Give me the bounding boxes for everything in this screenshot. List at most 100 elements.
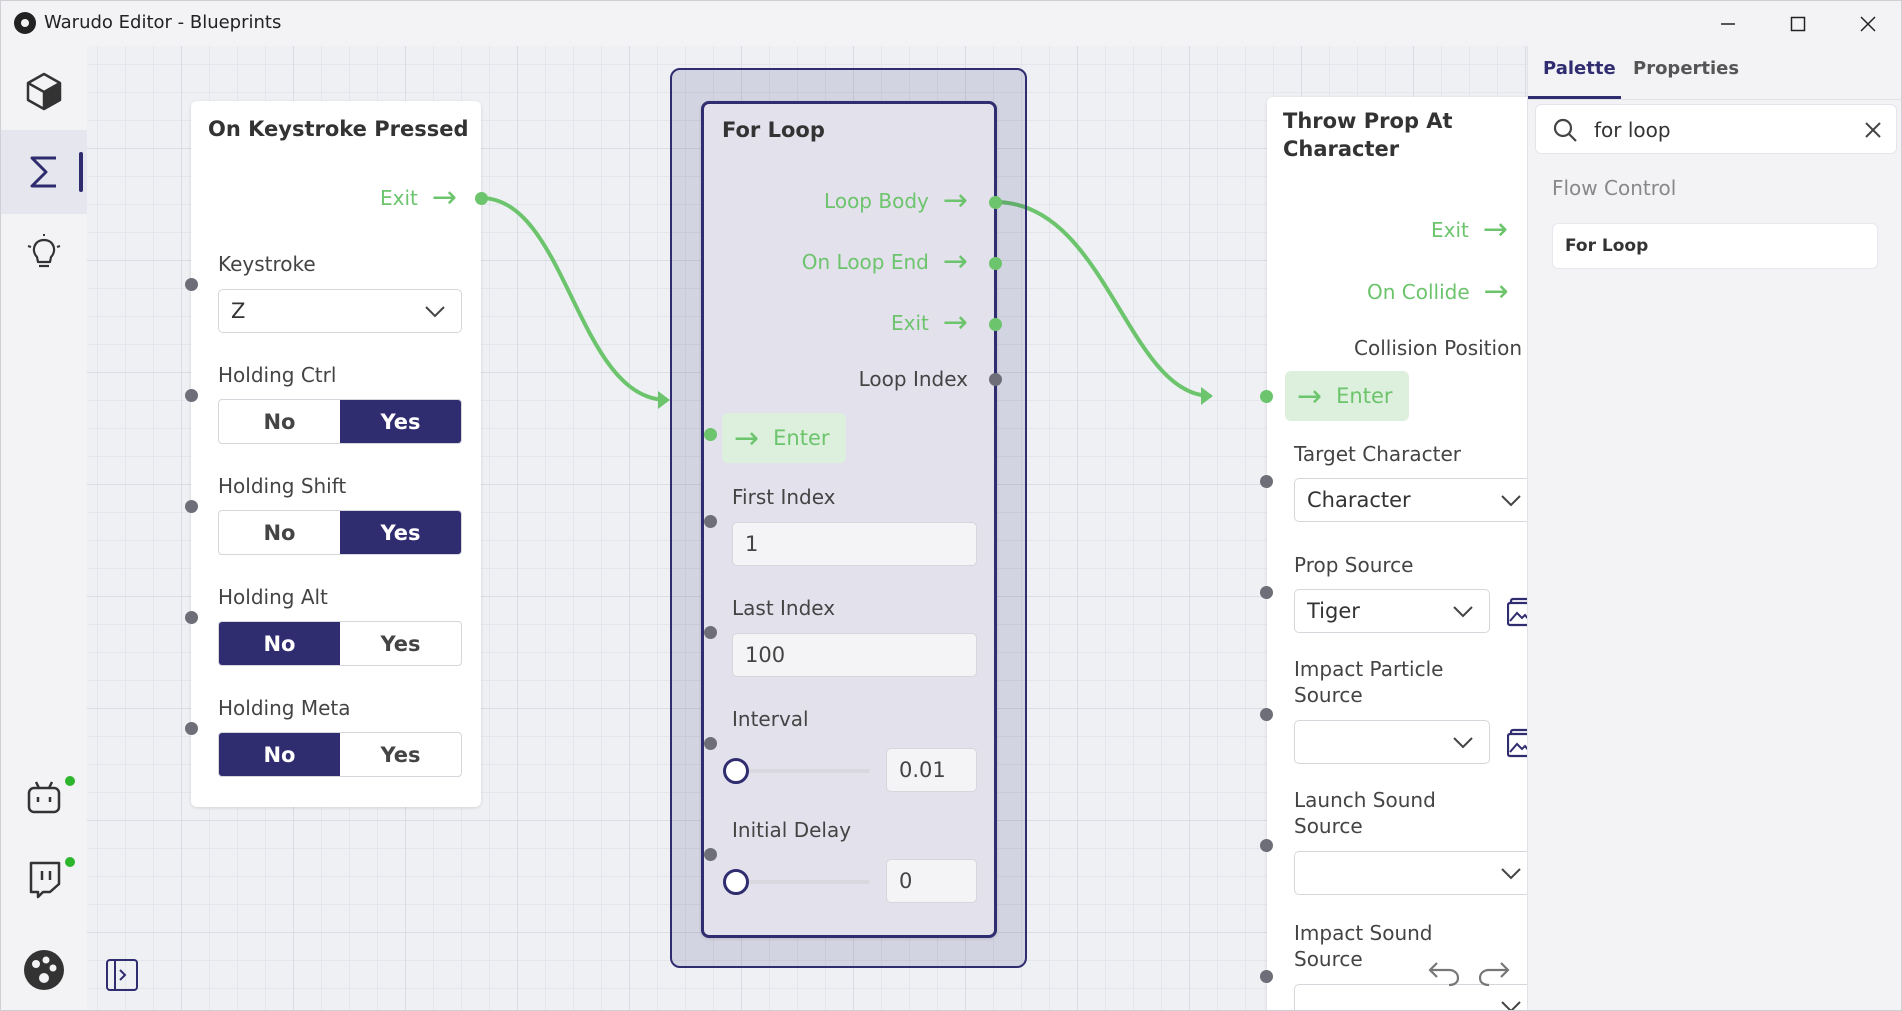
port-holding-meta[interactable] xyxy=(185,722,198,735)
port-interval[interactable] xyxy=(704,737,717,750)
port-impact-particle-source[interactable] xyxy=(1260,708,1273,721)
initial-delay-input[interactable]: 0 xyxy=(886,859,977,903)
toggle-no[interactable]: No xyxy=(219,733,340,776)
holding-shift-label: Holding Shift xyxy=(218,474,347,498)
impact-sound-source-select[interactable] xyxy=(1294,984,1527,1010)
port-launch-sound-source[interactable] xyxy=(1260,839,1273,852)
impact-particle-source-label: Impact Particle Source xyxy=(1294,656,1443,708)
label-line: Source xyxy=(1294,683,1363,707)
holding-alt-toggle[interactable]: No Yes xyxy=(218,621,462,666)
wire-arrowhead xyxy=(658,391,670,409)
image-preview-icon[interactable] xyxy=(1507,728,1527,758)
port-loop-index[interactable] xyxy=(989,373,1002,386)
port-exit[interactable] xyxy=(989,318,1002,331)
port-first-index[interactable] xyxy=(704,515,717,528)
tab-properties[interactable]: Properties xyxy=(1633,58,1740,79)
label-line: Launch Sound xyxy=(1294,788,1436,812)
node-title: Throw Prop At Character xyxy=(1283,107,1453,163)
holding-shift-toggle[interactable]: No Yes xyxy=(218,510,462,555)
clear-search-icon[interactable] xyxy=(1864,121,1882,139)
sidebar-toggle-icon[interactable] xyxy=(105,958,139,992)
toggle-yes[interactable]: Yes xyxy=(340,400,461,443)
blueprint-canvas[interactable]: On Keystroke Pressed Exit → Keystroke Z … xyxy=(87,46,1527,1010)
port-on-loop-end[interactable] xyxy=(989,257,1002,270)
node-on-keystroke-pressed[interactable]: On Keystroke Pressed Exit → Keystroke Z … xyxy=(191,101,481,807)
port-holding-alt[interactable] xyxy=(185,611,198,624)
prop-source-select[interactable]: Tiger xyxy=(1294,589,1490,633)
port-holding-shift[interactable] xyxy=(185,500,198,513)
target-character-value: Character xyxy=(1307,488,1411,512)
interval-slider-track[interactable] xyxy=(742,769,870,773)
label-line: Source xyxy=(1294,947,1363,971)
port-prop-source[interactable] xyxy=(1260,586,1273,599)
launch-sound-source-select[interactable] xyxy=(1294,851,1527,895)
toggle-yes[interactable]: Yes xyxy=(340,511,461,554)
tab-palette[interactable]: Palette xyxy=(1543,58,1616,79)
chevron-down-icon xyxy=(1501,495,1521,507)
port-enter[interactable] xyxy=(1260,390,1273,403)
lightbulb-icon xyxy=(27,234,61,268)
port-impact-sound-source[interactable] xyxy=(1260,970,1273,983)
node-for-loop[interactable]: For Loop Loop Body → On Loop End → Exit … xyxy=(701,101,997,938)
toggle-no[interactable]: No xyxy=(219,622,340,665)
chevron-down-icon xyxy=(1453,737,1473,749)
keystroke-select[interactable]: Z xyxy=(218,289,462,333)
warudo-menu-button[interactable] xyxy=(1,928,87,1010)
target-character-select[interactable]: Character xyxy=(1294,478,1527,522)
port-loop-body[interactable] xyxy=(989,196,1002,209)
node-title-line: Character xyxy=(1283,137,1400,161)
initial-delay-slider-track[interactable] xyxy=(742,880,870,884)
palette-item-for-loop[interactable]: For Loop xyxy=(1552,223,1878,269)
flow-output-on-collide[interactable]: On Collide → xyxy=(1367,277,1509,307)
minimize-button[interactable] xyxy=(1693,1,1763,46)
palette-search-input[interactable]: for loop xyxy=(1535,104,1897,154)
toggle-yes[interactable]: Yes xyxy=(380,631,421,656)
redo-icon[interactable] xyxy=(1477,957,1511,987)
tips-button[interactable] xyxy=(1,211,87,295)
interval-slider-knob[interactable] xyxy=(723,758,749,784)
image-preview-icon[interactable] xyxy=(1507,597,1527,627)
flow-input-label: Enter xyxy=(1336,384,1393,408)
holding-meta-toggle[interactable]: No Yes xyxy=(218,732,462,777)
impact-particle-source-select[interactable] xyxy=(1294,720,1490,764)
port-last-index[interactable] xyxy=(704,626,717,639)
flow-input-enter[interactable]: → Enter xyxy=(1285,371,1409,421)
toggle-yes[interactable]: Yes xyxy=(380,742,421,767)
loop-index-label: Loop Index xyxy=(858,367,968,391)
undo-icon[interactable] xyxy=(1427,957,1461,987)
wire-exit-to-enter xyxy=(480,196,668,402)
flow-output-loop-body[interactable]: Loop Body → xyxy=(824,186,968,216)
flow-output-on-loop-end[interactable]: On Loop End → xyxy=(802,247,968,277)
port-initial-delay[interactable] xyxy=(704,848,717,861)
flow-input-enter[interactable]: → Enter xyxy=(722,413,846,463)
toggle-no[interactable]: No xyxy=(263,520,296,545)
toggle-no[interactable]: No xyxy=(263,409,296,434)
blueprints-button[interactable] xyxy=(1,130,87,214)
bot-button[interactable] xyxy=(1,756,87,840)
flow-output-exit[interactable]: Exit → xyxy=(891,308,968,338)
port-enter[interactable] xyxy=(704,428,717,441)
flow-output-exit[interactable]: Exit → xyxy=(1431,215,1508,245)
holding-ctrl-toggle[interactable]: No Yes xyxy=(218,399,462,444)
maximize-icon xyxy=(1790,16,1806,31)
minimize-icon xyxy=(1721,22,1735,25)
port-exit[interactable] xyxy=(475,192,488,205)
first-index-input[interactable]: 1 xyxy=(732,522,977,566)
scene-button[interactable] xyxy=(1,49,87,133)
interval-input[interactable]: 0.01 xyxy=(886,748,977,792)
twitch-icon xyxy=(29,861,61,899)
flow-output-exit[interactable]: Exit → xyxy=(380,183,457,213)
twitch-button[interactable] xyxy=(1,837,87,921)
initial-delay-label: Initial Delay xyxy=(732,818,852,842)
maximize-button[interactable] xyxy=(1763,1,1833,46)
interval-label: Interval xyxy=(732,707,809,731)
port-target-character[interactable] xyxy=(1260,475,1273,488)
port-keystroke[interactable] xyxy=(185,278,198,291)
flow-output-label: Loop Body xyxy=(824,189,929,213)
node-throw-prop-at-character[interactable]: Throw Prop At Character Exit → On Collid… xyxy=(1267,97,1527,1010)
initial-delay-slider-knob[interactable] xyxy=(723,869,749,895)
last-index-input[interactable]: 100 xyxy=(732,633,977,677)
close-button[interactable] xyxy=(1833,1,1901,46)
last-index-label: Last Index xyxy=(732,596,836,620)
port-holding-ctrl[interactable] xyxy=(185,389,198,402)
